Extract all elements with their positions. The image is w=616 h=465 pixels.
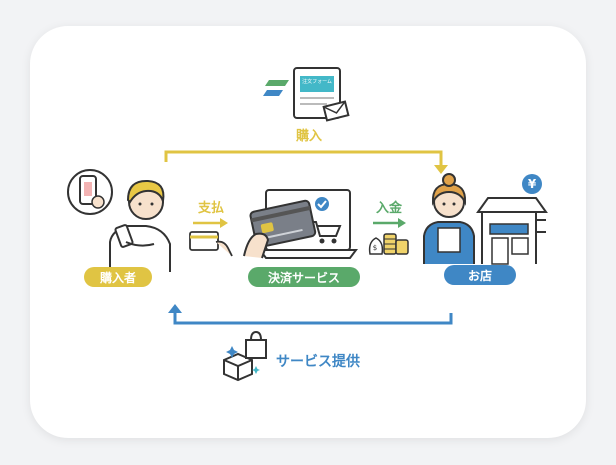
card-hand-icon [189,231,233,257]
service-gift-icon [223,330,267,382]
pay-arrowhead [220,218,228,228]
yen-badge-text: ¥ [527,177,537,191]
service-bracket-line [173,312,453,325]
purchase-arrowhead [434,165,448,174]
money-icon: $ [368,233,409,255]
purchase-bracket-line [164,150,443,166]
deposit-arrowhead [398,218,406,228]
flag-icon-blue [263,90,283,96]
order-form-icon [263,67,350,122]
shop-pill: お店 [444,265,516,285]
svg-text:$: $ [373,244,377,252]
purchase-label: 購入 [295,129,322,144]
cart-icon [312,221,342,237]
payment-service-illustration [243,189,358,259]
service-arrowhead [168,304,182,313]
buyer-pill: 購入者 [84,267,152,287]
buyer-illustration [67,169,171,272]
payment-service-pill: 決済サービス [248,267,360,287]
pay-label: 支払 [197,201,224,216]
service-label: サービス提供 [276,354,360,370]
deposit-label: 入金 [375,201,402,216]
flag-icon-yellow [265,80,289,86]
order-form-title: 注文フォーム [302,79,332,85]
yen-badge-icon: ¥ [522,174,542,194]
shop-illustration [423,173,548,265]
